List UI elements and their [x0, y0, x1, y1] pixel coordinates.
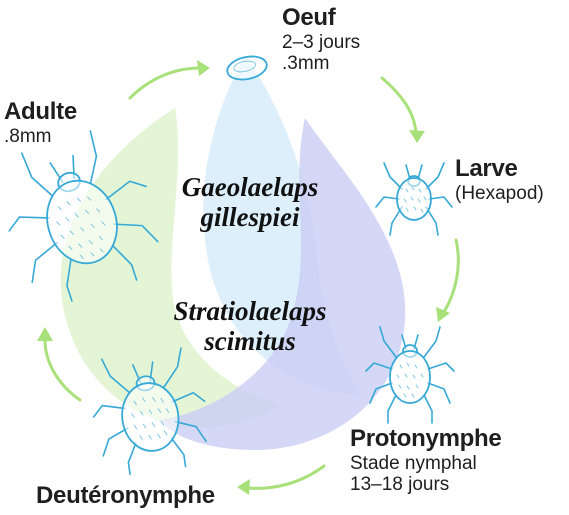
- adult-size: .8mm: [4, 125, 52, 147]
- adult-mite-icon: [8, 130, 159, 302]
- egg-icon: [226, 55, 268, 81]
- larva-note: (Hexapod): [455, 182, 544, 204]
- protonymph-mite-icon: [365, 326, 455, 424]
- arrow-protonymph-to-deutonymph: [237, 464, 326, 495]
- egg-stage-name: Oeuf: [282, 4, 336, 31]
- species-name-1: Gaeolaelaps gillespiei: [150, 172, 350, 232]
- arrow-egg-to-larva: [380, 76, 425, 143]
- arrow-deutonymph-to-adult: [37, 327, 82, 402]
- egg-size: .3mm: [282, 53, 330, 75]
- protonymph-duration: 13–18 jours: [350, 474, 450, 496]
- adult-stage-name: Adulte: [4, 98, 77, 125]
- adult-stage-label: Adulte .8mm: [4, 98, 77, 147]
- egg-duration: 2–3 jours: [282, 31, 361, 53]
- species-2-genus: Stratiolaelaps: [173, 296, 327, 326]
- larva-mite-icon: [375, 162, 453, 236]
- species-name-2: Stratiolaelaps scimitus: [140, 296, 360, 356]
- egg-stage-label: Oeuf 2–3 jours .3mm: [282, 4, 360, 75]
- deutonymph-mite-icon: [92, 347, 208, 476]
- arrow-adult-to-egg: [128, 60, 210, 100]
- species-1-genus: Gaeolaelaps: [181, 172, 319, 202]
- larva-stage-name: Larve: [455, 155, 518, 182]
- green-drop-shape: [60, 108, 280, 428]
- protonymph-stage-name: Protonymphe: [350, 425, 502, 452]
- deutonymph-stage-name: Deutéronymphe: [36, 482, 215, 509]
- species-2-epithet: scimitus: [204, 326, 296, 357]
- species-1-epithet: gillespiei: [200, 202, 300, 233]
- protonymph-note: Stade nymphal: [350, 452, 477, 474]
- protonymph-stage-label: Protonymphe Stade nymphal 13–18 jours: [350, 425, 502, 496]
- purple-drop-shape: [160, 118, 406, 450]
- arrow-larva-to-protonymph: [436, 238, 460, 322]
- deutonymph-stage-label: Deutéronymphe: [36, 482, 215, 510]
- larva-stage-label: Larve (Hexapod): [455, 155, 544, 204]
